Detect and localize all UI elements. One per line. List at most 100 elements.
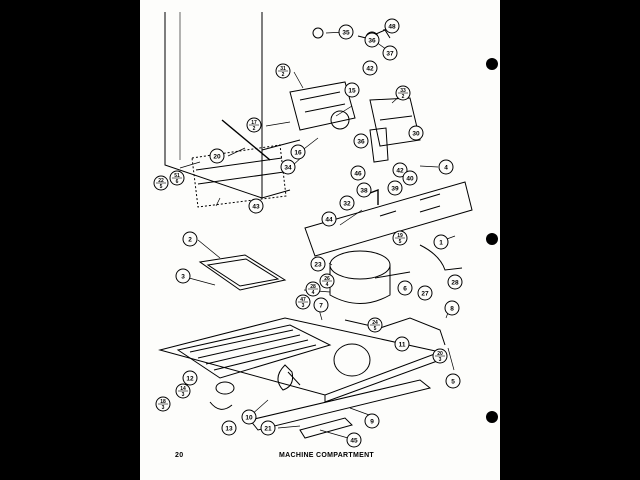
callout-bubble <box>339 195 355 211</box>
callout-quantity: 3 <box>162 405 165 411</box>
callout-c7: 15 <box>344 82 360 98</box>
callout-c31: 264 <box>319 273 335 289</box>
callout-number: 18 <box>160 399 166 405</box>
binder-hole <box>486 233 498 245</box>
callout-number: 5 <box>451 378 455 385</box>
callout-number: 51 <box>174 173 180 179</box>
callout-c34: 6 <box>397 280 413 296</box>
leader-lines <box>179 27 456 439</box>
callout-number: 35 <box>342 29 350 36</box>
callout-c40: 11 <box>394 336 410 352</box>
callout-quantity: 2 <box>282 72 285 78</box>
callout-number: 14 <box>180 386 186 392</box>
callout-c8: 332 <box>395 85 411 101</box>
callout-c30: 23 <box>310 256 326 272</box>
callout-bubble <box>392 162 408 178</box>
callout-bubble <box>290 144 306 160</box>
callout-c45: 183 <box>155 396 171 412</box>
callout-c41: 203 <box>432 348 448 364</box>
callout-bubble <box>417 285 433 301</box>
callout-bubble <box>356 182 372 198</box>
callout-number: 39 <box>391 185 399 192</box>
drain-pan-grille <box>191 119 287 208</box>
callout-number: 20 <box>213 153 221 160</box>
callout-number: 42 <box>366 65 374 72</box>
callout-c43: 12 <box>182 370 198 386</box>
callout-bubble <box>260 420 276 436</box>
callout-c25: 44 <box>321 211 337 227</box>
callout-number: 4 <box>444 164 448 171</box>
callout-quantity: 3 <box>182 392 185 398</box>
callout-bubble <box>362 60 378 76</box>
callout-number: 10 <box>245 414 253 421</box>
condenser-fan <box>215 364 301 395</box>
callout-number: 8 <box>450 305 454 312</box>
callout-c42: 5 <box>445 373 461 389</box>
callout-c6: 312 <box>275 63 291 79</box>
callout-c14: 34 <box>280 159 296 175</box>
callout-bubble <box>394 336 410 352</box>
callout-bubble <box>175 268 191 284</box>
callout-c48: 9 <box>364 413 380 429</box>
callout-c24: 43 <box>248 198 264 214</box>
callout-number: 11 <box>399 341 406 348</box>
callout-number: 47 <box>300 297 306 303</box>
callout-quantity: 5 <box>374 326 377 332</box>
callout-c16: 40 <box>402 170 418 186</box>
callout-number: 36 <box>368 37 376 44</box>
callout-bubble <box>241 409 257 425</box>
callout-quantity: 5 <box>160 184 163 190</box>
callout-number: 43 <box>252 203 260 210</box>
callout-number: 28 <box>451 279 459 286</box>
callout-bubble <box>350 165 366 181</box>
callout-number: 24 <box>372 320 378 326</box>
callout-number: 48 <box>388 23 396 30</box>
callout-c33: 28 <box>447 274 463 290</box>
callout-quantity: 2 <box>402 94 405 100</box>
callout-bubble <box>321 211 337 227</box>
callout-quantity: 2 <box>253 126 256 132</box>
callout-number: 13 <box>225 425 233 432</box>
callout-c18: 46 <box>350 165 366 181</box>
callout-c17: 4 <box>438 159 454 175</box>
diagram-caption: MACHINE COMPARTMENT <box>279 452 375 459</box>
callout-c9: 172 <box>246 117 262 133</box>
callout-c21: 39 <box>387 180 403 196</box>
callout-bubble <box>364 32 380 48</box>
callout-c37: 473 <box>295 294 311 310</box>
callout-number: 6 <box>403 285 407 292</box>
callout-number: 9 <box>370 418 374 425</box>
callout-number: 45 <box>350 437 358 444</box>
callout-number: 16 <box>294 149 302 156</box>
callout-bubble <box>384 18 400 34</box>
callout-bubble <box>248 198 264 214</box>
callout-quantity: 3 <box>439 357 442 363</box>
callout-c1: 35 <box>338 24 354 40</box>
callout-c23: 32 <box>339 195 355 211</box>
callout-bubble <box>182 231 198 247</box>
cabinet-outline <box>164 12 301 199</box>
callout-c39: 245 <box>367 317 383 333</box>
callout-c32: 284 <box>305 281 321 297</box>
callout-c26: 195 <box>392 230 408 246</box>
base-rails <box>249 379 432 439</box>
compressor <box>329 244 463 304</box>
callout-number: 15 <box>348 87 356 94</box>
callout-bubble <box>438 159 454 175</box>
callout-number: 12 <box>186 375 194 382</box>
callout-c20: 516 <box>169 170 185 186</box>
callout-bubble <box>338 24 354 40</box>
callout-number: 7 <box>319 302 323 309</box>
callout-number: 38 <box>360 187 368 194</box>
callout-number: 28 <box>310 284 316 290</box>
callout-number: 33 <box>400 88 406 94</box>
callout-bubble <box>387 180 403 196</box>
callout-bubble <box>445 373 461 389</box>
callout-c27: 1 <box>433 234 449 250</box>
callout-quantity: 4 <box>326 282 329 288</box>
callout-quantity: 4 <box>312 290 315 296</box>
callout-quantity: 3 <box>302 303 305 309</box>
callout-number: 31 <box>280 66 286 72</box>
